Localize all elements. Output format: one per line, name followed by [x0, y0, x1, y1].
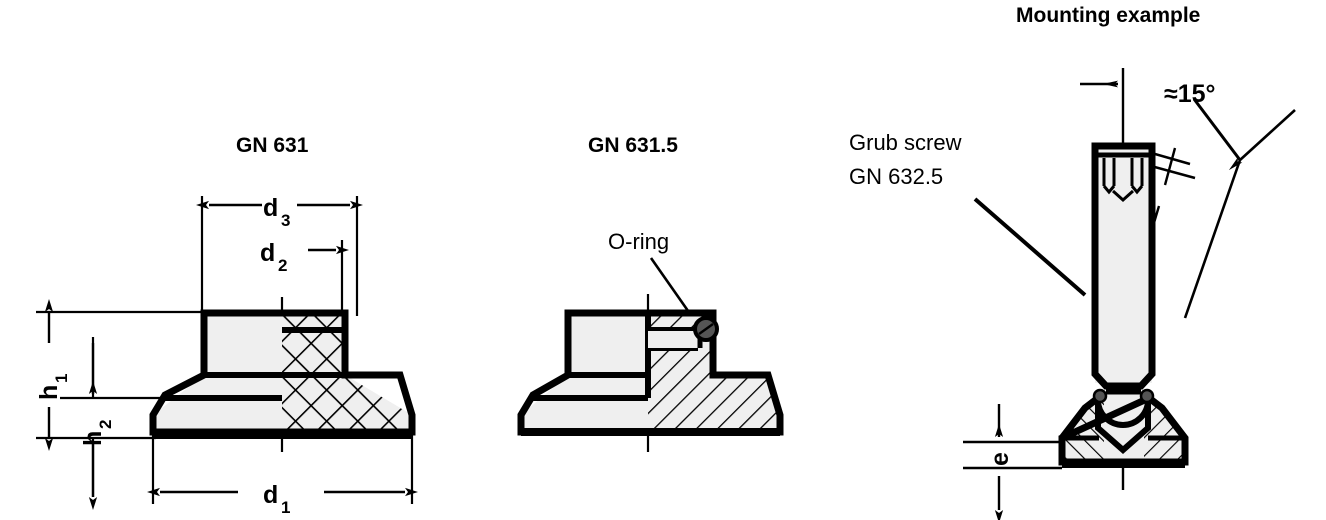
foot-hatch-right [1144, 400, 1185, 468]
view-gn631-5: GN 631.5 O-ring [517, 134, 784, 452]
gn631-rubber-section [282, 313, 412, 438]
callout-label-o-ring: O-ring [608, 229, 669, 254]
dimension-e: e [963, 404, 1062, 520]
dimension-label-d2-subscript: 2 [278, 256, 287, 275]
foot-internal-lines [1062, 389, 1185, 441]
dimension-h2: h 2 [79, 343, 115, 510]
gn631-5-oring-groove [648, 331, 700, 348]
dimension-label-d1-subscript: 1 [281, 498, 290, 517]
grub-screw-shank-outline [1091, 142, 1156, 390]
callout-leader-grub-screw [973, 197, 1087, 297]
view-title-mounting-example: Mounting example [1016, 4, 1200, 27]
callout-label-grub-screw-line1: Grub screw [849, 130, 962, 155]
callout-label-grub-screw-line2: GN 632.5 [849, 164, 943, 189]
retaining-ring-left [1092, 388, 1108, 404]
dimension-label-d2: d [260, 239, 275, 267]
retaining-ring-right [1139, 388, 1155, 404]
dimension-label-h2-subscript: 2 [96, 420, 115, 429]
view-mounting-example: Mounting example Grub screw GN 632.5 ≈15… [849, 4, 1296, 520]
dimension-label-d3: d [263, 194, 278, 222]
grub-screw-shank-fill [1095, 146, 1152, 383]
view-gn631: d 3 d 2 h 1 h 2 [35, 134, 418, 517]
dimension-label-h1: h [35, 385, 63, 400]
dimension-label-e: e [986, 452, 1014, 466]
gn631-bottom-face [153, 430, 412, 439]
gn631-5-bottom-face [521, 428, 780, 436]
view-title-gn631: GN 631 [236, 134, 309, 157]
dimension-d3: d 3 [196, 194, 363, 230]
dimension-label-d1: d [263, 481, 278, 509]
dimension-label-h2: h [79, 431, 107, 446]
gn631-internal-lines [150, 327, 345, 417]
dimension-h1: h 1 [35, 299, 71, 451]
dimension-label-d3-subscript: 3 [281, 211, 290, 230]
o-ring-hatch [698, 323, 714, 335]
angle-label: ≈15° [1164, 80, 1216, 108]
dimension-label-h1-subscript: 1 [52, 374, 71, 383]
dimension-d2: d 2 [260, 239, 349, 275]
view-title-gn631-5: GN 631.5 [588, 134, 678, 157]
dimension-d1: d 1 [147, 481, 418, 517]
foot-bottom-face [1062, 460, 1185, 468]
hex-socket-detail [1102, 158, 1144, 203]
foot-hatch-left [1062, 400, 1104, 468]
